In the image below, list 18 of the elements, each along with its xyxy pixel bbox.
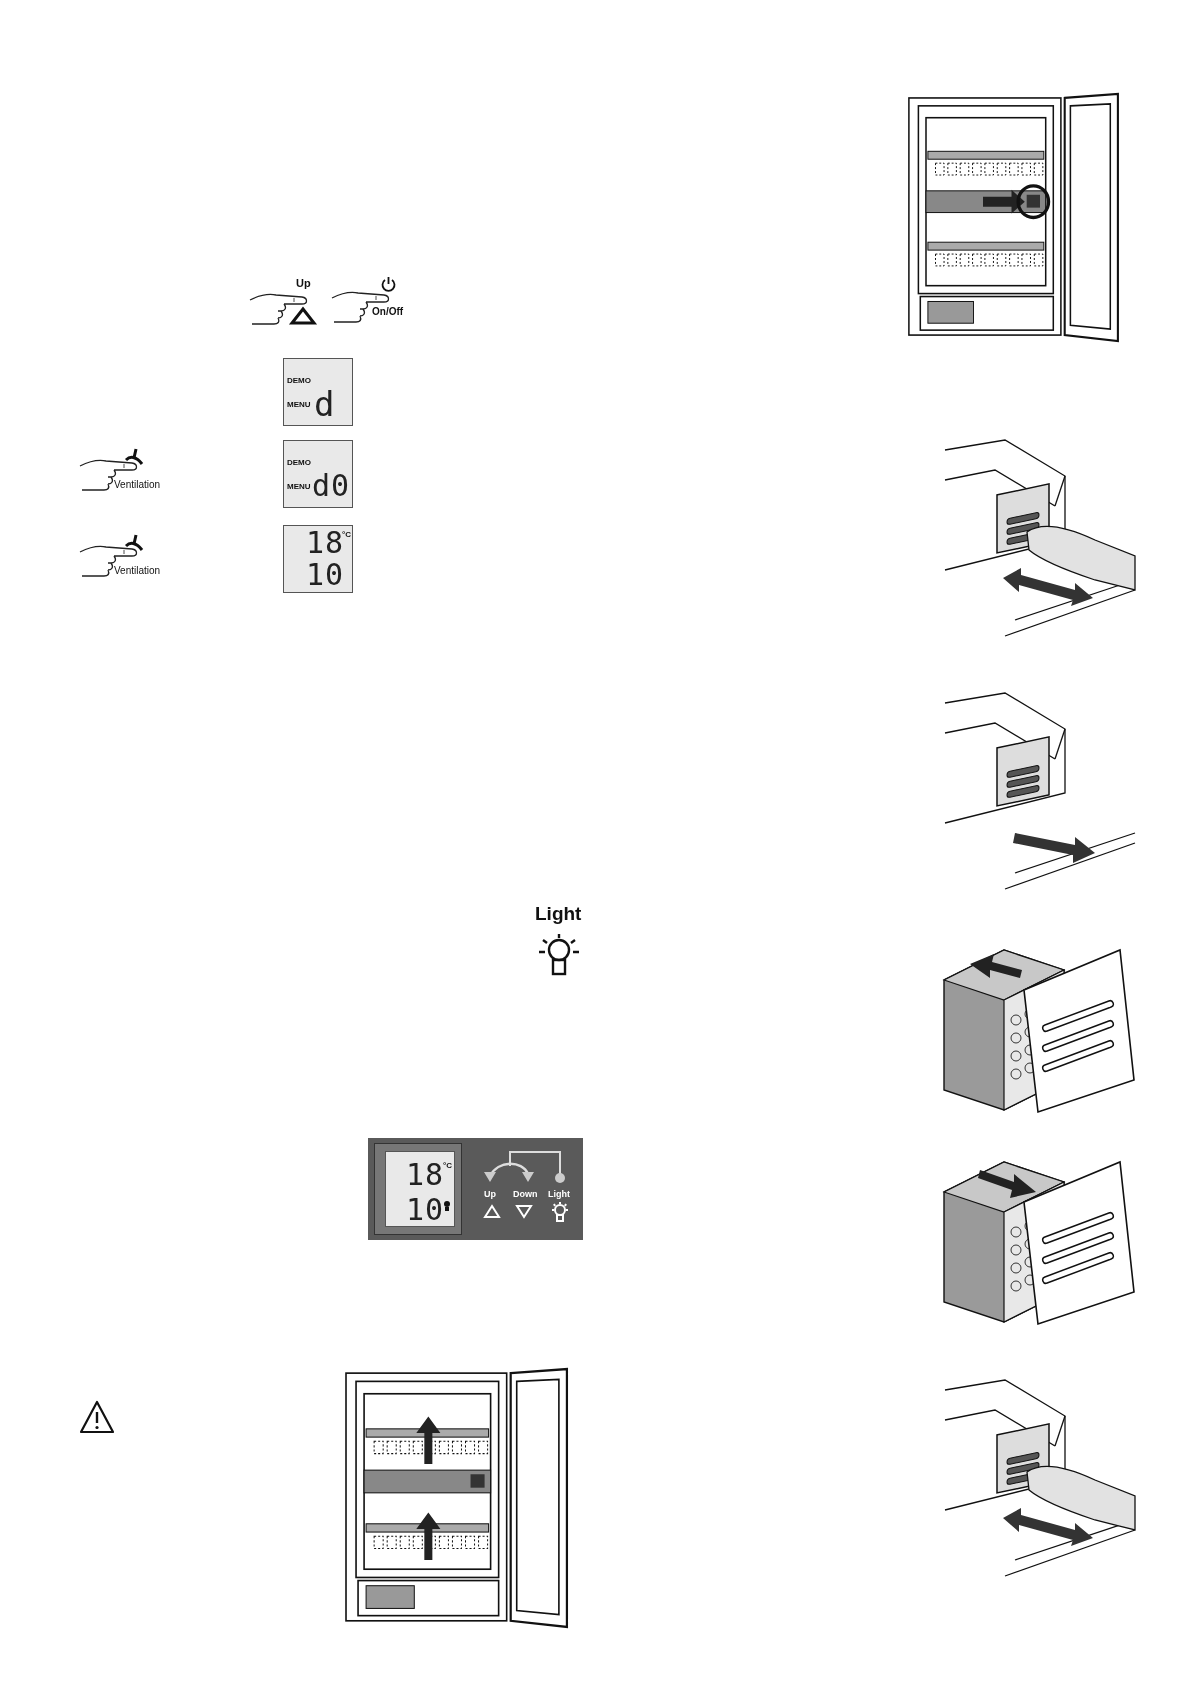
display-indicator: °C — [443, 1162, 452, 1170]
button-label: Up — [484, 1190, 496, 1199]
display-digits: d — [314, 387, 336, 421]
display-indicator: MENU — [287, 401, 311, 409]
button-label: Up — [296, 278, 311, 289]
display-indicator: MENU — [287, 483, 311, 491]
display-digits: d0 — [312, 471, 351, 501]
button-label: On/Off — [372, 307, 404, 317]
button-label: Ventilation — [114, 480, 161, 490]
button-label: Ventilation — [114, 566, 161, 576]
display-digits: 10 — [406, 1195, 445, 1225]
display-digits: 10 — [306, 560, 345, 590]
button-label: Down — [513, 1190, 538, 1199]
button-label: Light — [535, 904, 582, 923]
button-label: Light — [548, 1190, 570, 1199]
display-indicator: °C — [342, 531, 351, 539]
display-indicator: DEMO — [287, 377, 311, 385]
display-indicator: DEMO — [287, 459, 311, 467]
